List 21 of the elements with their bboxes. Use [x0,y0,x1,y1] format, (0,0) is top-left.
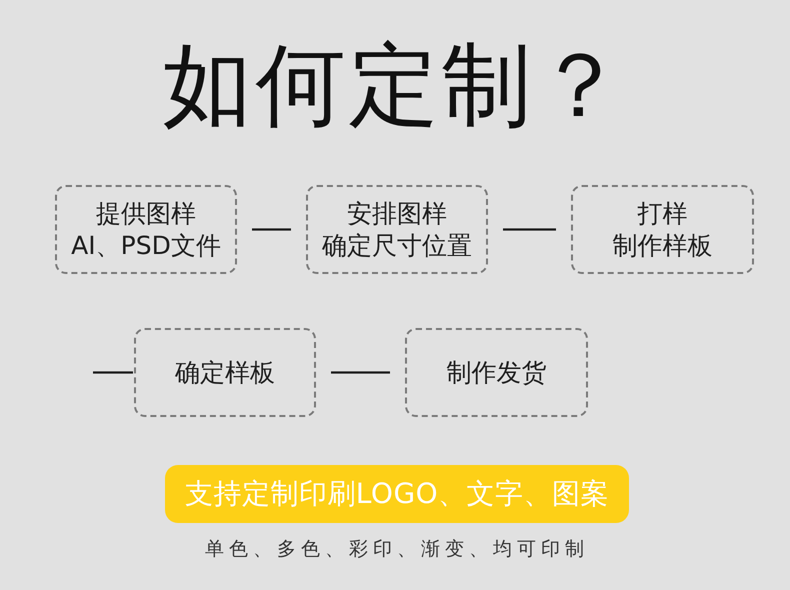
connector-line [331,371,390,374]
title: 如何定制？ [162,34,628,138]
step-detail: AI、PSD文件 [71,230,221,262]
banner-text: 支持定制印刷LOGO、文字、图案 [184,476,610,512]
step-frame [55,185,237,274]
step-frame [571,185,754,274]
connector-line [252,228,291,231]
highlight-banner [165,465,629,523]
connector-line [93,371,133,374]
step-title: 安排图样 [347,198,447,230]
step-title: 提供图样 [96,198,196,230]
note-text: 单色、多色、彩印、渐变、均可印制 [205,537,589,562]
step-frame [306,185,488,274]
step-frame [405,328,588,417]
step-title: 打样 [638,198,688,230]
connector-line [503,228,556,231]
step-title: 制作发货 [446,356,546,388]
step-detail: 确定尺寸位置 [322,230,472,262]
step-frame [134,328,316,417]
step-detail: 制作样板 [612,230,712,262]
step-title: 确定样板 [175,356,275,388]
